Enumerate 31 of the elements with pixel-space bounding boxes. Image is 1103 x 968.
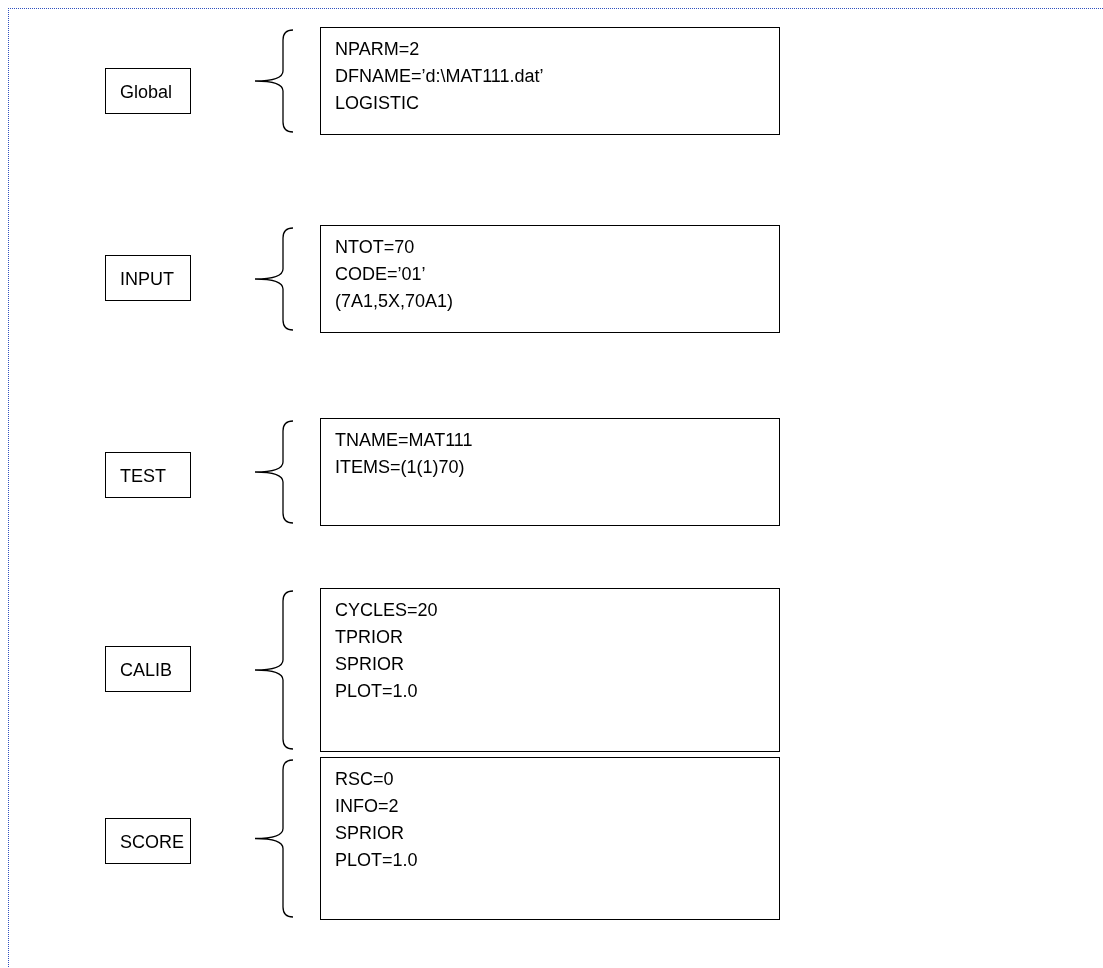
section-name: INPUT — [120, 267, 174, 291]
parameter-line: LOGISTIC — [335, 92, 419, 115]
section-box — [105, 818, 191, 864]
parameter-line: CODE=’01’ — [335, 263, 426, 286]
parameter-line: DFNAME=’d:\MAT111.dat’ — [335, 65, 544, 88]
parameter-line: ITEMS=(1(1)70) — [335, 456, 465, 479]
parameter-box — [320, 225, 780, 333]
parameter-line: TNAME=MAT111 — [335, 429, 473, 452]
section-name: Global — [120, 80, 173, 104]
parameter-line: CYCLES=20 — [335, 599, 438, 622]
parameter-line: PLOT=1.0 — [335, 849, 418, 872]
section-name: SCORE — [120, 830, 184, 854]
parameter-box — [320, 757, 780, 920]
parameter-line: SPRIOR — [335, 822, 404, 845]
section-box — [105, 68, 191, 114]
section-box — [105, 452, 191, 498]
parameter-line: TPRIOR — [335, 626, 403, 649]
parameter-line: INFO=2 — [335, 795, 399, 818]
section-name: TEST — [120, 464, 166, 488]
parameter-box — [320, 27, 780, 135]
parameter-line: NTOT=70 — [335, 236, 415, 259]
parameter-box — [320, 418, 780, 526]
parameter-line: NPARM=2 — [335, 38, 420, 61]
section-name: CALIB — [120, 658, 173, 682]
parameter-line: RSC=0 — [335, 768, 394, 791]
section-box — [105, 646, 191, 692]
parameter-line: SPRIOR — [335, 653, 404, 676]
parameter-box — [320, 588, 780, 752]
section-box — [105, 255, 191, 301]
parameter-line: PLOT=1.0 — [335, 680, 418, 703]
parameter-line: (7A1,5X,70A1) — [335, 290, 454, 313]
